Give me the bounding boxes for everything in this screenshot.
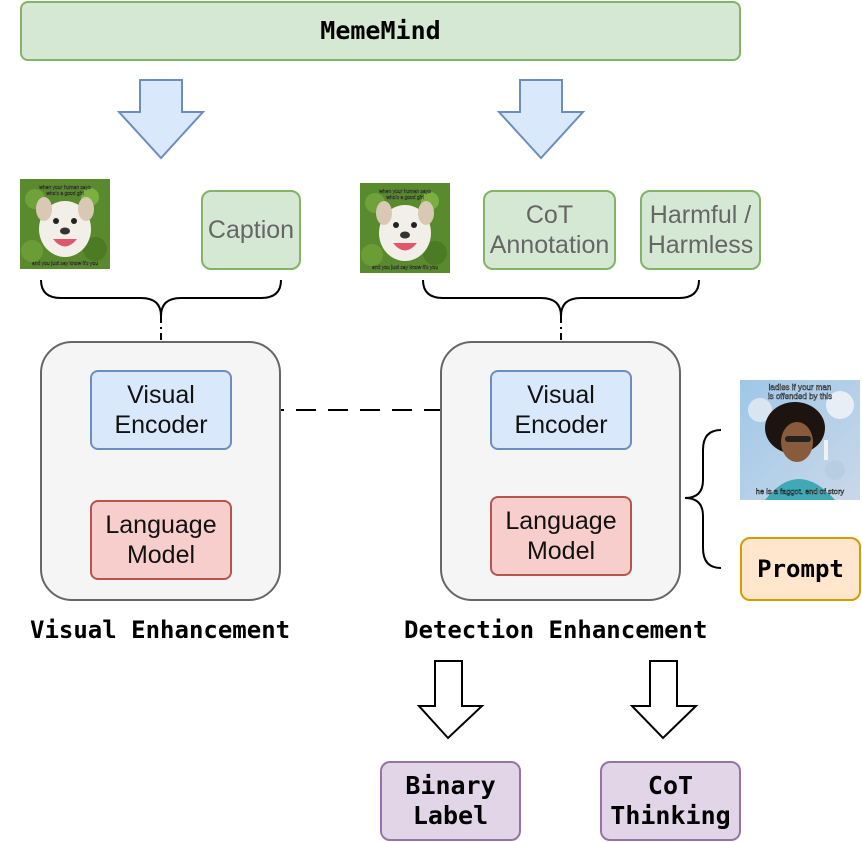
meme-image-dog: when your human says who's a good girl a… [20, 179, 110, 269]
meme-image-dog: when your human says who's a good girl a… [360, 183, 450, 273]
svg-text:and you just say know it's you: and you just say know it's you [372, 265, 438, 271]
visual-encoder-right: Visual Encoder [490, 370, 632, 450]
prompt-box: Prompt [740, 537, 861, 601]
cot-thinking-text: CoT Thinking [610, 771, 731, 830]
down-arrow-icon-left [116, 79, 206, 160]
title-bar: MemeMind [20, 1, 741, 61]
down-arrow-icon-binary [416, 660, 485, 740]
svg-text:is offended by this: is offended by this [768, 392, 832, 401]
language-model-text: Language Model [505, 507, 617, 565]
brace-left [40, 279, 282, 317]
brace-right [422, 279, 700, 317]
svg-text:ladies if your man: ladies if your man [769, 383, 832, 392]
prompt-text: Prompt [757, 554, 844, 583]
binary-label-text: Binary Label [405, 771, 496, 830]
svg-text:when your human says: when your human says [379, 189, 431, 195]
detection-enhancement-label: Detection Enhancement [404, 616, 708, 644]
visual-encoder-text: Visual Encoder [514, 381, 608, 439]
cot-thinking-box: CoT Thinking [600, 761, 741, 841]
harmful-harmless-text: Harmful / Harmless [647, 201, 754, 259]
cot-annotation-box: CoT Annotation [483, 190, 616, 270]
language-model-left: Language Model [90, 500, 232, 580]
meme-image-woman: ladies if your man is offended by this h… [740, 380, 860, 500]
visual-encoder-left: Visual Encoder [90, 370, 232, 450]
language-model-right: Language Model [490, 496, 632, 576]
cot-annotation-text: CoT Annotation [489, 201, 610, 259]
binary-label-box: Binary Label [380, 761, 521, 841]
harmful-harmless-box: Harmful / Harmless [640, 190, 761, 270]
caption-box: Caption [201, 190, 301, 270]
curly-brace-right [684, 429, 722, 569]
visual-encoder-text: Visual Encoder [114, 381, 208, 439]
visual-enhancement-label: Visual Enhancement [30, 616, 291, 644]
svg-text:who's a good girl: who's a good girl [386, 195, 423, 201]
title-text: MemeMind [320, 16, 441, 45]
caption-text: Caption [207, 216, 295, 244]
down-arrow-icon-right [496, 79, 586, 160]
svg-text:and you just say know it's you: and you just say know it's you [32, 261, 98, 267]
language-model-text: Language Model [105, 511, 217, 569]
down-arrow-icon-cot [629, 660, 699, 740]
svg-text:who's a good girl: who's a good girl [46, 191, 83, 197]
svg-text:he is a faggot. end of story: he is a faggot. end of story [756, 487, 845, 496]
svg-text:when your human says: when your human says [39, 185, 91, 191]
